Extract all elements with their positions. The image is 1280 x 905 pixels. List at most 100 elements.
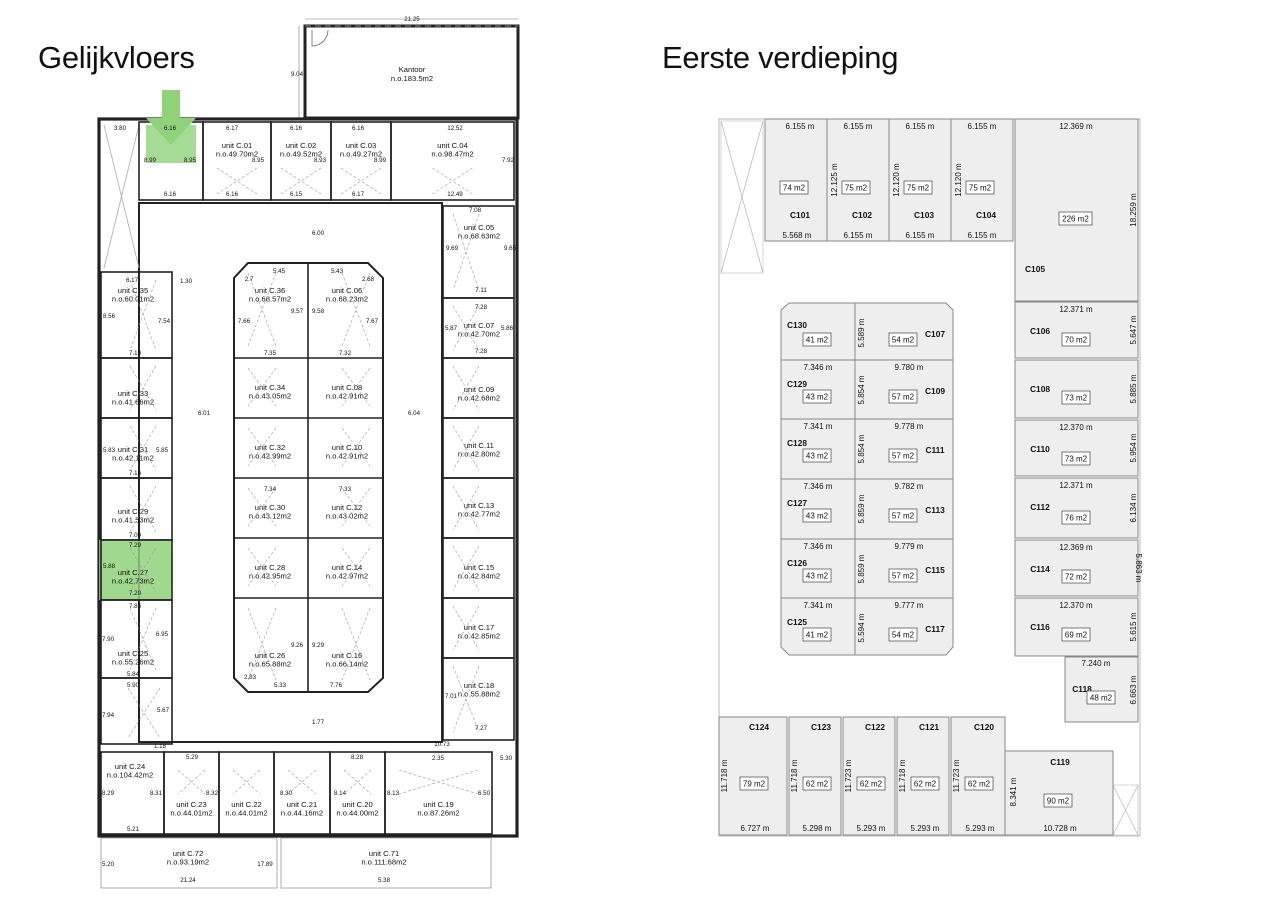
unit-label: unit C.07 xyxy=(464,321,494,330)
dimension-label: 6.16 xyxy=(164,191,177,198)
unit-label: unit C.26 xyxy=(255,651,285,660)
area-box xyxy=(802,448,832,463)
dimension-label: 7.27 xyxy=(475,725,488,732)
unit-label: unit C.25 xyxy=(118,649,148,658)
dimension-label: 12.371 m xyxy=(1059,305,1093,314)
unit-label: unit C.27 xyxy=(118,568,148,577)
dimension-label: 6.01 xyxy=(198,410,211,417)
dimension-label: 6.17 xyxy=(352,191,365,198)
unit-label: unit C.19 xyxy=(423,800,453,809)
unit-outline xyxy=(384,751,493,835)
dimension-label: 5.83 xyxy=(103,447,116,454)
unit-area: 54 m2 xyxy=(892,336,915,345)
dimension-label: 21.24 xyxy=(180,877,196,884)
unit-area: 75 m2 xyxy=(845,184,868,193)
unit-cross xyxy=(452,425,480,471)
dimension-label: 7.34 xyxy=(264,486,277,493)
highlighted-unit xyxy=(99,540,172,600)
unit-cross xyxy=(129,547,157,593)
unit-cross xyxy=(247,272,277,347)
unit-label: C115 xyxy=(925,565,945,575)
unit-area: n.o.68.57m2 xyxy=(249,295,291,304)
dimension-label: 7.346 m xyxy=(804,482,833,491)
unit-area: 62 m2 xyxy=(968,780,991,789)
unit-label: unit C.16 xyxy=(332,651,362,660)
unit-label: C107 xyxy=(925,329,945,339)
cross-line xyxy=(216,167,258,195)
unit-area: 76 m2 xyxy=(1065,514,1088,523)
unit-area: 41 m2 xyxy=(806,631,829,640)
unit-area: n.o.42.77m2 xyxy=(458,510,500,519)
unit-label: unit C.33 xyxy=(118,389,148,398)
area-box xyxy=(1086,690,1116,705)
dimension-label: 8.30 xyxy=(280,790,293,797)
unit-label: unit C.32 xyxy=(255,443,285,452)
unit-cross xyxy=(341,487,371,527)
dimension-label: 5.954 m xyxy=(1129,433,1138,462)
dimension-label: 5.594 m xyxy=(857,613,866,642)
unit-area: 57 m2 xyxy=(892,512,915,521)
unit-outline xyxy=(950,716,1006,836)
dimension-label: 6.16 xyxy=(290,125,303,132)
unit-label: unit C.04 xyxy=(437,141,467,150)
dimension-label: 7.94 xyxy=(102,712,115,719)
unit-outline xyxy=(1014,597,1139,657)
dimension-label: 7.20 xyxy=(129,590,142,597)
unit-area: 75 m2 xyxy=(907,184,930,193)
unit-label: unit C.29 xyxy=(118,507,148,516)
unit-area: n.o.55.26m2 xyxy=(112,658,154,667)
unit-cross xyxy=(343,769,372,795)
unit-area: 73 m2 xyxy=(1065,455,1088,464)
dimension-label: 8.32 xyxy=(206,790,219,797)
unit-label: unit C.12 xyxy=(332,503,362,512)
dimension-label: 6.155 m xyxy=(906,231,935,240)
cross-line xyxy=(341,487,371,527)
cross-line xyxy=(280,167,322,195)
cross-line xyxy=(287,769,317,795)
unit-area: n.o.42.11m2 xyxy=(112,454,154,463)
unit-label: unit C.35 xyxy=(118,286,148,295)
dimension-label: 11.718 m xyxy=(898,759,907,792)
dimension-label: 21.25 xyxy=(404,16,420,23)
cross-line xyxy=(216,167,258,195)
unit-area: n.o.42.91m2 xyxy=(326,392,368,401)
unit-area: n.o.43.12m2 xyxy=(249,512,291,521)
ground-floor-heading: Gelijkvloers xyxy=(38,40,195,75)
cross-line xyxy=(247,272,277,347)
unit-outline xyxy=(100,751,165,835)
dimension-label: 5.20 xyxy=(102,861,115,868)
area-box xyxy=(856,776,886,791)
dimension-label: 5.854 m xyxy=(857,434,866,463)
unit-label: unit C.72 xyxy=(173,849,203,858)
cross-line xyxy=(398,769,479,795)
dimension-label: 7.346 m xyxy=(804,363,833,372)
unit-outline xyxy=(1004,750,1114,836)
stair-line xyxy=(1112,784,1139,836)
area-box xyxy=(802,332,832,347)
unit-cross xyxy=(341,427,371,467)
dimension-label: 7.29 xyxy=(129,542,142,549)
dimension-label: 6.155 m xyxy=(844,231,873,240)
dimension-label: 9.69 xyxy=(446,245,459,252)
unit-cross xyxy=(247,487,277,527)
unit-cross xyxy=(129,365,157,411)
unit-label: unit C.10 xyxy=(332,443,362,452)
dimension-label: 7.92 xyxy=(502,157,515,164)
unit-area: n.o.42.97m2 xyxy=(326,572,368,581)
unit-area: n.o.93.19m2 xyxy=(167,858,209,867)
dimension-label: 6.155 m xyxy=(968,231,997,240)
cross-line xyxy=(247,607,277,681)
unit-label: C113 xyxy=(925,505,945,515)
cross-line xyxy=(341,487,371,527)
dimension-label: 6.155 m xyxy=(786,122,815,131)
unit-label: unit C.24 xyxy=(115,762,145,771)
unit-label: unit C.30 xyxy=(255,503,285,512)
unit-outline xyxy=(826,118,890,242)
dimension-label: 6.155 m xyxy=(968,122,997,131)
unit-area: n.o.68.23m2 xyxy=(326,295,368,304)
unit-cross xyxy=(247,607,277,681)
office-label: Kantoor xyxy=(399,65,426,74)
dimension-label: 8.341 m xyxy=(1009,777,1018,806)
dimension-label: 18.259 m xyxy=(1129,193,1138,227)
unit-area: 75 m2 xyxy=(969,184,992,193)
